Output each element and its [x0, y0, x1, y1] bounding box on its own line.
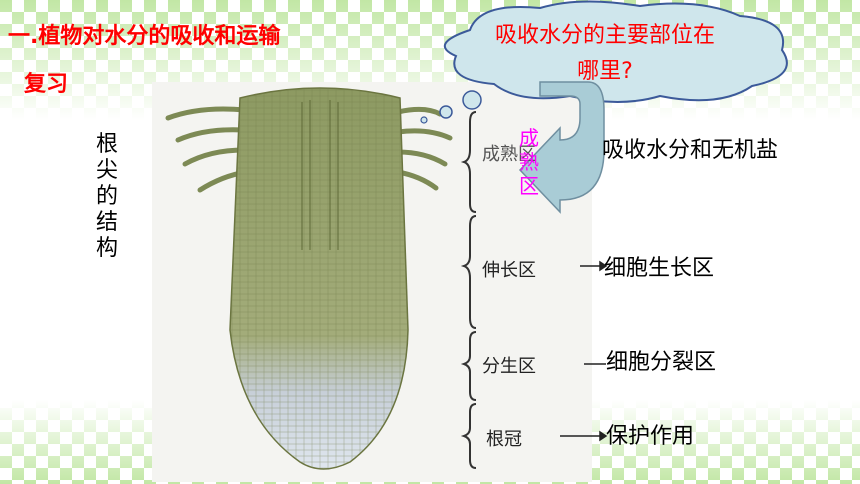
- vertical-char: 构: [95, 236, 118, 261]
- function-maturation: 吸收水分和无机盐: [602, 138, 779, 163]
- highlight-char: 熟: [519, 150, 539, 174]
- vertical-char: 尖: [95, 158, 118, 183]
- function-elongation: 细胞生长区: [604, 256, 715, 281]
- question-text: 吸收水分的主要部位在 哪里?: [440, 18, 770, 90]
- question-line-1: 吸收水分的主要部位在: [494, 23, 715, 48]
- highlight-char: 区: [519, 174, 539, 198]
- zone-label-meristem: 分生区: [482, 356, 536, 377]
- vertical-char: 结: [95, 210, 118, 235]
- function-root-cap: 保护作用: [606, 424, 695, 449]
- page-title: 一.植物对水分的吸收和运输: [8, 24, 281, 49]
- vertical-char: 根: [95, 132, 118, 157]
- review-label: 复习: [24, 72, 69, 97]
- highlight-maturation-zone: 成 熟 区: [515, 126, 543, 198]
- highlight-char: 成: [519, 126, 539, 150]
- curved-arrow-icon: [518, 81, 605, 214]
- thought-cloud: [420, 0, 788, 124]
- zone-label-maturation: 成熟区: [482, 144, 536, 165]
- vertical-char: 的: [95, 184, 118, 209]
- zone-braces: [460, 111, 477, 469]
- vertical-label-root-tip-structure: 根 尖 的 结 构: [92, 132, 122, 262]
- question-line-2: 哪里?: [577, 59, 633, 84]
- zone-label-root-cap: 根冠: [486, 429, 522, 450]
- function-meristem: 细胞分裂区: [606, 350, 717, 375]
- zone-label-elongation: 伸长区: [482, 260, 536, 281]
